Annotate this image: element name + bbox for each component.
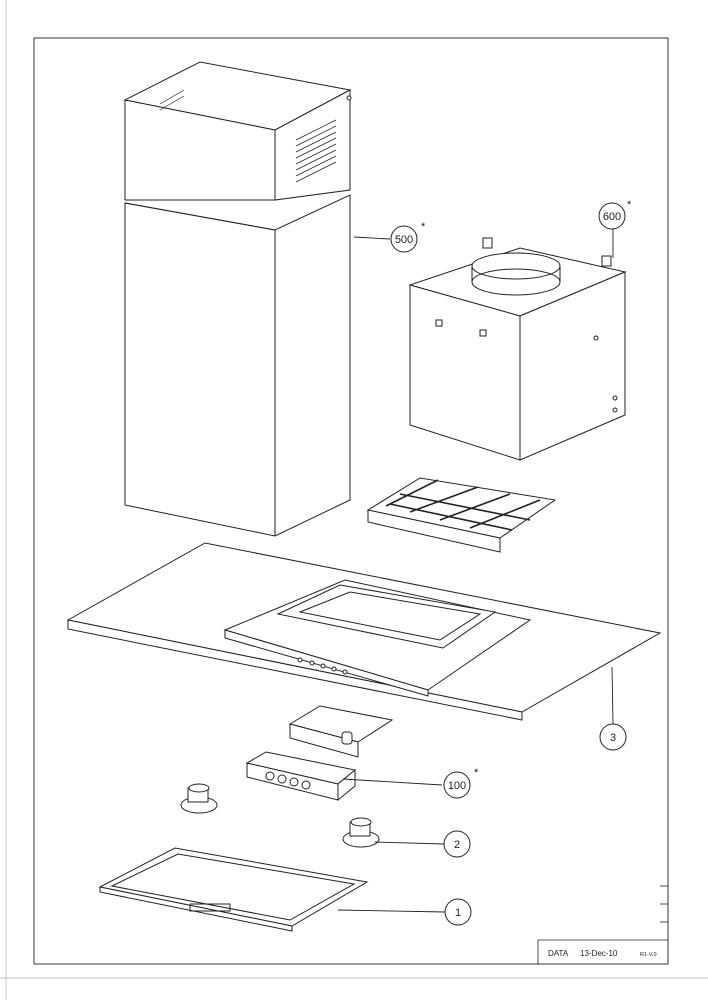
callout-500: 500 * [390,221,426,253]
svg-text:600: 600 [603,211,621,223]
chimney-500 [123,61,352,537]
revision: R1-V.0 [640,952,657,958]
svg-text:*: * [474,767,479,779]
title-block: DATA 13-Dec-10 R1-V.0 [537,885,668,964]
svg-text:500: 500 [395,234,413,246]
callout-3: 3 [599,723,627,751]
svg-text:*: * [421,221,426,233]
svg-text:100: 100 [448,780,466,792]
svg-text:*: * [627,199,632,211]
hood-panel-3 [66,542,662,721]
lamp-2 [180,783,380,848]
svg-text:1: 1 [455,907,461,919]
svg-text:3: 3 [610,732,616,744]
carbon-filter [366,477,557,553]
callout-1: 1 [444,898,472,926]
callout-100: 100 * [443,767,479,799]
mounting-bracket [288,705,394,758]
svg-text:2: 2 [454,839,460,851]
data-label: DATA [548,949,569,958]
callout-600: 600 * [598,199,632,230]
grease-filter-1 [98,847,369,932]
motor-unit-600 [408,237,627,461]
control-board-100 [245,751,357,802]
leader-lines [337,229,614,913]
callout-2: 2 [443,830,471,858]
drawing-date: 13-Dec-10 [580,949,618,958]
